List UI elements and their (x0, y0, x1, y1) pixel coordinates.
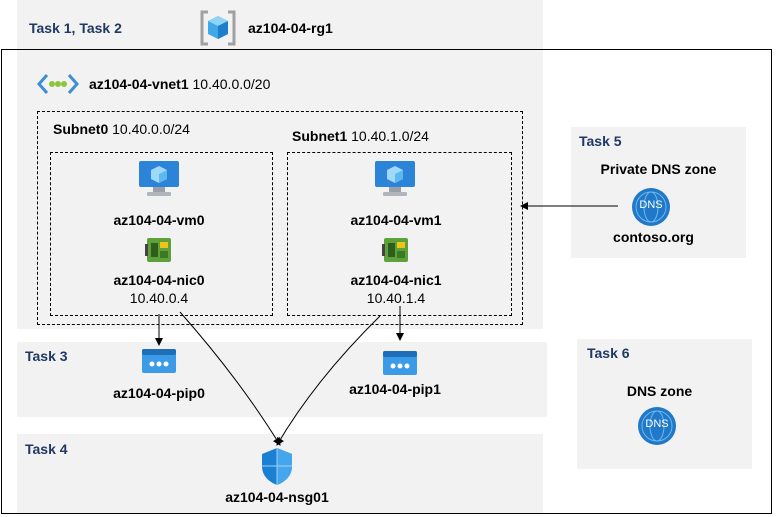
subnet0-frame (50, 152, 273, 316)
outer-frame (1, 49, 772, 514)
vnet-band (17, 48, 543, 329)
vm1-icon (375, 161, 415, 196)
pip0-name: az104-04-pip0 (113, 385, 205, 401)
vnet-name: az104-04-vnet1 (89, 76, 189, 92)
task3-band (17, 342, 547, 417)
nsg-shield-icon (262, 448, 292, 485)
dns-zone-icon: DNS (637, 406, 677, 446)
resource-group-name: az104-04-rg1 (248, 20, 333, 36)
subnet1-name: Subnet1 (292, 128, 348, 144)
dns-zone-title: DNS zone (626, 383, 693, 399)
nsg-name: az104-04-nsg01 (225, 489, 329, 505)
nic1-ip: 10.40.1.4 (366, 290, 426, 306)
task-5-label: Task 5 (579, 133, 622, 149)
arrow-nic0-to-nsg (179, 311, 281, 446)
subnet0-title: Subnet0 10.40.0.0/24 (53, 121, 190, 137)
task12-band (17, 0, 543, 48)
subnet0-cidr: 10.40.0.0/24 (112, 121, 190, 137)
pip0-icon (142, 349, 176, 373)
private-dns-icon: DNS (631, 187, 671, 227)
private-dns-badge: DNS (639, 199, 663, 211)
vnet-icon (36, 74, 80, 94)
private-dns-zone-name: contoso.org (613, 229, 694, 245)
nic0-icon (145, 238, 171, 262)
vm1-name: az104-04-vm1 (350, 212, 442, 228)
arrow-nic1-to-nsg (276, 315, 381, 446)
subnet1-title: Subnet1 10.40.1.0/24 (292, 128, 429, 144)
pip1-name: az104-04-pip1 (349, 381, 441, 397)
nic1-name: az104-04-nic1 (350, 272, 442, 288)
vm0-name: az104-04-vm0 (113, 212, 205, 228)
task-1-2-label: Task 1, Task 2 (29, 20, 122, 36)
vnet-cidr: 10.40.0.0/20 (192, 76, 271, 92)
dns-zone-badge: DNS (645, 418, 669, 430)
vnet-title: az104-04-vnet1 10.40.0.0/20 (89, 76, 270, 92)
nic1-icon (382, 238, 408, 262)
task-3-label: Task 3 (25, 348, 68, 364)
resource-group-icon (200, 10, 236, 46)
subnet1-cidr: 10.40.1.0/24 (351, 128, 429, 144)
vnet-subnets-frame (37, 111, 523, 325)
task-4-label: Task 4 (25, 441, 68, 457)
subnet0-name: Subnet0 (53, 121, 109, 137)
pip1-icon (383, 351, 417, 375)
task6-band (577, 339, 752, 469)
vm0-icon (139, 161, 179, 196)
task-6-label: Task 6 (587, 345, 630, 361)
nic0-ip: 10.40.0.4 (129, 290, 189, 306)
nic0-name: az104-04-nic0 (113, 272, 205, 288)
private-dns-title: Private DNS zone (600, 161, 717, 177)
